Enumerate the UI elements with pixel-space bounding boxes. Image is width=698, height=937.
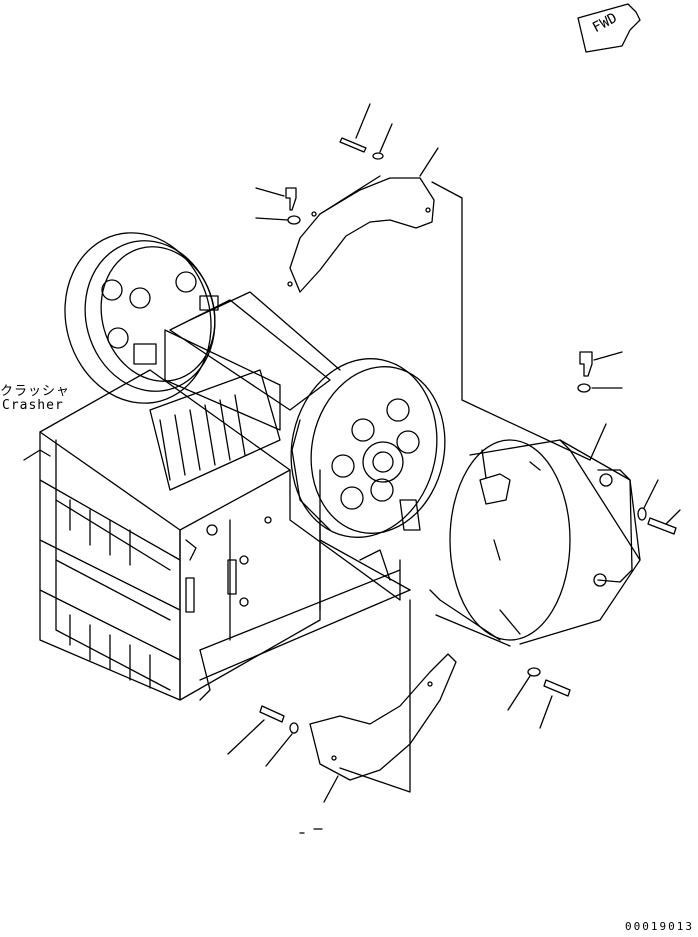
assembly-lines [299, 181, 591, 834]
drawing-number: 00019013 [625, 920, 694, 933]
fwd-arrow-icon [577, 3, 641, 53]
crusher-label-en: Crasher [2, 398, 64, 413]
fasteners [259, 137, 677, 734]
upper-cover [287, 175, 435, 293]
crusher-body [23, 232, 446, 701]
lower-cover [309, 653, 457, 781]
leader-lines [227, 103, 681, 803]
drum-guard [429, 439, 641, 647]
crusher-label-jp: クラッシャ [0, 384, 71, 399]
